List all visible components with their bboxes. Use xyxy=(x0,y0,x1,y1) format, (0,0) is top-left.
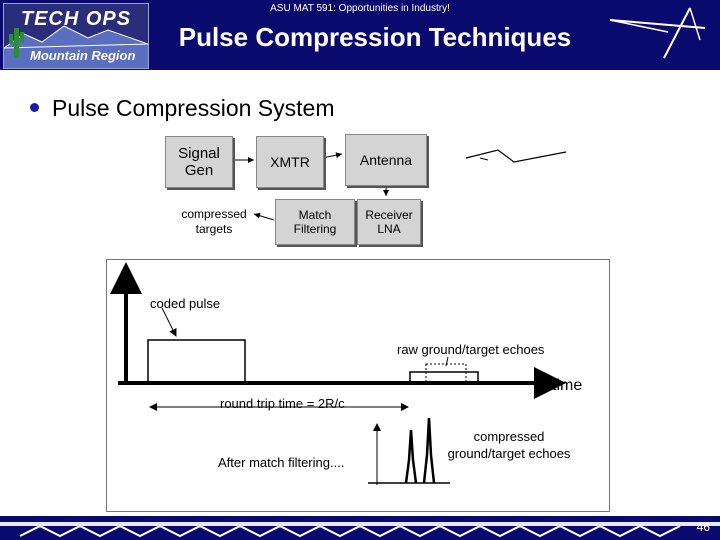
xmtr-label: XMTR xyxy=(270,154,310,170)
antenna-block: Antenna xyxy=(345,134,427,186)
compressed-pulse-1 xyxy=(404,429,418,484)
logo-text-top: TECH OPS xyxy=(20,8,132,30)
echo-dashed-box xyxy=(425,363,467,384)
receiver-lna-block: Receiver LNA xyxy=(357,199,421,245)
coded-pulse-shape xyxy=(147,339,246,383)
header-bar: TECH OPS Mountain Region ASU MAT 591: Op… xyxy=(0,0,720,70)
bullet-dot xyxy=(30,103,39,112)
compressed-echoes-label: compressed ground/target echoes xyxy=(447,429,571,461)
compressed-targets-label: compressed targets xyxy=(181,207,247,236)
logo-text-bottom: Mountain Region xyxy=(30,48,136,63)
page-number: 46 xyxy=(696,520,710,534)
signal-gen-block: Signal Gen xyxy=(165,136,233,188)
xmtr-block: XMTR xyxy=(256,136,324,188)
after-match-label: After match filtering.... xyxy=(218,455,345,470)
time-axis-label: time xyxy=(552,377,583,394)
match-filtering-block: Match Filtering xyxy=(275,199,355,245)
compressed-pulse-2 xyxy=(422,417,436,484)
mountain-logo-art xyxy=(4,25,148,68)
footer-bar xyxy=(0,516,720,540)
raw-echoes-label: raw ground/target echoes xyxy=(397,342,545,357)
match-filtering-label: Match Filtering xyxy=(293,208,337,236)
slide-title: Pulse Compression Techniques xyxy=(178,22,572,52)
coded-pulse-label: coded pulse xyxy=(150,296,221,311)
receiver-lna-label: Receiver LNA xyxy=(365,208,413,236)
antenna-label: Antenna xyxy=(359,152,413,168)
signal-gen-label: Signal Gen xyxy=(178,145,220,179)
round-trip-label: round trip time = 2R/c xyxy=(220,396,345,411)
raw-echo-shape xyxy=(409,371,479,383)
timing-plot-panel xyxy=(106,259,610,512)
airplane-logo-icon xyxy=(609,7,706,59)
bullet-text: Pulse Compression System xyxy=(52,95,335,121)
cactus-mountain-border-icon xyxy=(0,522,720,538)
course-subtitle: ASU MAT 591: Opportunities in Industry! xyxy=(270,3,450,14)
tech-ops-logo: TECH OPS Mountain Region xyxy=(3,3,149,69)
